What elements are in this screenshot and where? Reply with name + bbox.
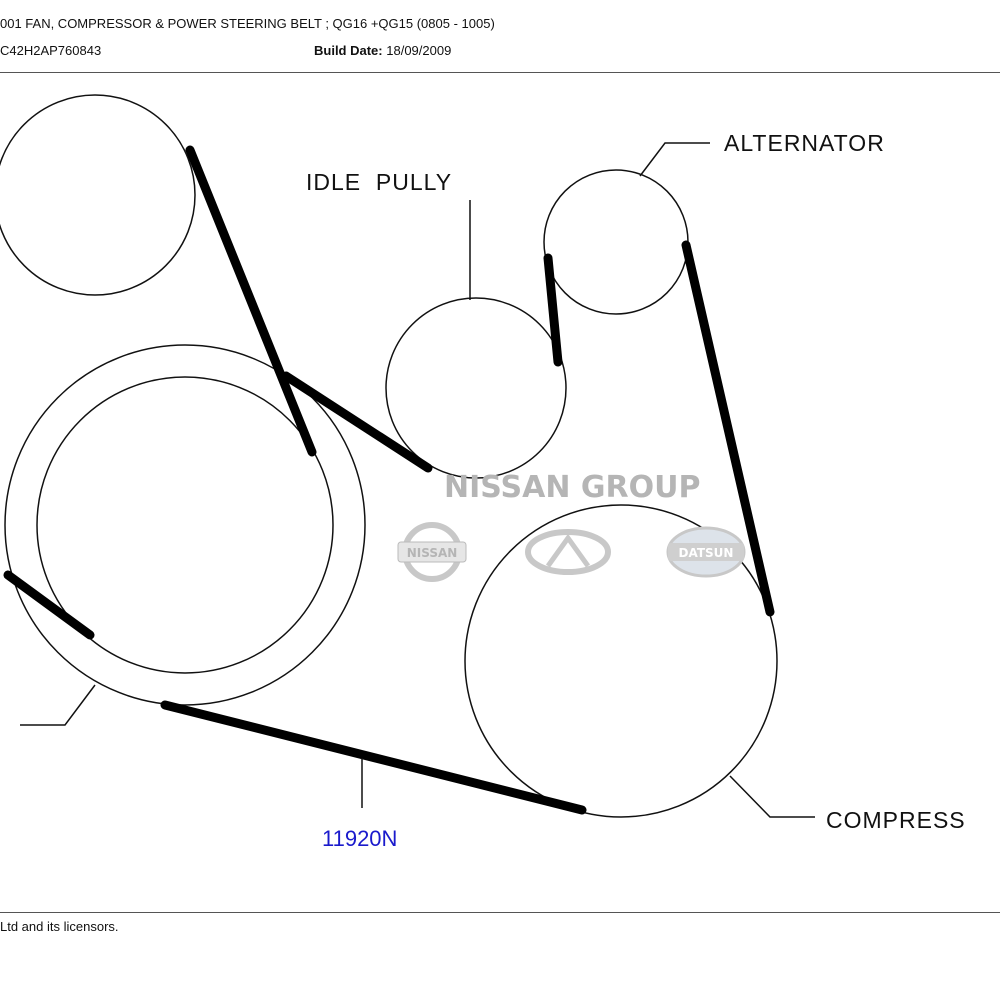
crank-pulley-outer bbox=[4, 344, 366, 706]
crank-pulley-inner bbox=[36, 376, 334, 674]
alternator-label: ALTERNATOR bbox=[724, 130, 885, 156]
compressor-label: COMPRESS bbox=[826, 807, 966, 833]
compressor-pulley bbox=[464, 504, 778, 818]
fan-pulley bbox=[0, 94, 196, 296]
svg-text:NISSAN: NISSAN bbox=[407, 546, 458, 560]
datsun-logo-icon: DATSUN bbox=[666, 526, 746, 578]
watermark-title: NISSAN GROUP bbox=[444, 470, 700, 505]
watermark: NISSAN GROUP NISSAN DATSUN bbox=[397, 470, 746, 582]
part-number-label: 11920N bbox=[322, 826, 397, 851]
alternator-pulley bbox=[543, 169, 689, 315]
header-divider bbox=[0, 72, 1000, 73]
build-date-value: 18/09/2009 bbox=[386, 43, 452, 58]
nissan-logo-icon: NISSAN bbox=[397, 522, 467, 582]
footer-divider bbox=[0, 912, 1000, 913]
leader-lines bbox=[20, 142, 815, 818]
build-date-label: Build Date: bbox=[314, 43, 383, 58]
copyright-text: Ltd and its licensors. bbox=[0, 919, 119, 934]
belt bbox=[3, 145, 775, 815]
infiniti-logo-icon bbox=[525, 529, 611, 575]
vin-number: C42H2AP760843 bbox=[0, 43, 102, 58]
idle-pulley-label: IDLE PULLY bbox=[306, 169, 452, 195]
idle-pulley bbox=[385, 297, 567, 479]
svg-text:DATSUN: DATSUN bbox=[679, 546, 734, 560]
diagram-title: 001 FAN, COMPRESSOR & POWER STEERING BEL… bbox=[0, 16, 495, 31]
build-date: Build Date: 18/09/2009 bbox=[314, 43, 451, 58]
